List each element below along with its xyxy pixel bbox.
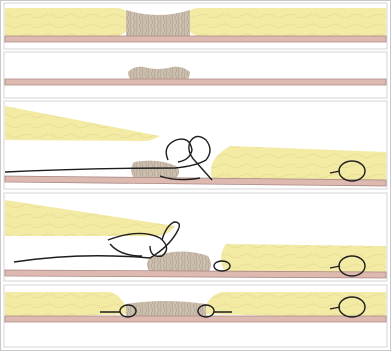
tissue-layer [5,79,386,85]
panel-1 [4,3,387,49]
tissue-layer [5,316,386,322]
tissue-layer [5,36,386,42]
